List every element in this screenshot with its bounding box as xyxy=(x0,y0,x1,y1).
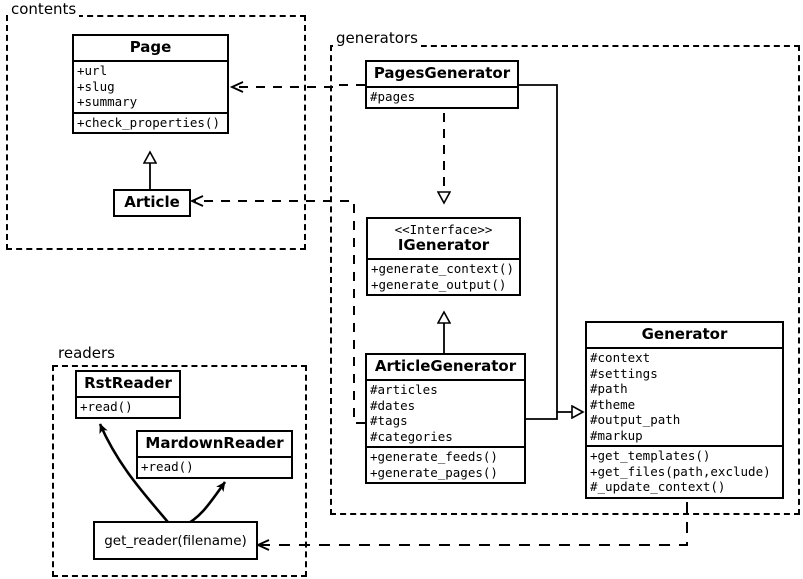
class-markdownreader-methods: +read() xyxy=(138,456,291,477)
attribute: #dates xyxy=(370,397,416,413)
method: +generate_context() xyxy=(371,261,514,276)
method: +get_files(path,exclude) xyxy=(590,463,771,479)
class-pagesgenerator[interactable]: PagesGenerator #pages xyxy=(365,60,519,109)
method: +get_templates() xyxy=(590,448,711,463)
class-articlegenerator[interactable]: ArticleGenerator #articles #dates #tags … xyxy=(365,353,526,484)
attribute: #pages xyxy=(370,89,416,104)
attribute: #context xyxy=(590,350,651,365)
class-markdownreader-name: MardownReader xyxy=(145,434,284,452)
class-rstreader-methods: +read() xyxy=(77,396,179,417)
package-readers xyxy=(52,365,307,577)
method: +read() xyxy=(141,459,194,474)
class-igenerator-name: IGenerator xyxy=(397,236,490,254)
package-readers-label: readers xyxy=(55,345,118,362)
class-generator-methods: +get_templates() +get_files(path,exclude… xyxy=(587,445,782,497)
method: +generate_pages() xyxy=(370,464,498,480)
class-page[interactable]: Page +url +slug +summary +check_properti… xyxy=(72,34,229,134)
method: +generate_feeds() xyxy=(370,449,498,464)
class-article[interactable]: Article xyxy=(113,189,191,217)
class-igenerator[interactable]: <<Interface>> IGenerator +generate_conte… xyxy=(366,217,521,296)
class-rstreader[interactable]: RstReader +read() xyxy=(75,370,181,419)
class-articlegenerator-name: ArticleGenerator xyxy=(374,357,517,375)
function-get-reader-label: get_reader(filename) xyxy=(104,532,247,549)
class-page-attributes: +url +slug +summary xyxy=(74,60,227,112)
attribute: #settings xyxy=(590,365,658,381)
class-page-methods: +check_properties() xyxy=(74,111,227,133)
method: +check_properties() xyxy=(77,114,220,130)
attribute: #markup xyxy=(590,427,643,443)
class-articlegenerator-methods: +generate_feeds() +generate_pages() xyxy=(367,446,524,482)
method: #_update_context() xyxy=(590,479,726,494)
package-generators-label: generators xyxy=(333,30,421,47)
class-pagesgenerator-name: PagesGenerator xyxy=(373,64,511,82)
class-igenerator-stereotype: <<Interface>> xyxy=(394,222,493,237)
class-page-name: Page xyxy=(129,38,172,56)
attribute: #theme xyxy=(590,396,636,412)
method: +read() xyxy=(80,399,133,414)
package-contents-label: contents xyxy=(8,1,80,18)
class-rstreader-name: RstReader xyxy=(84,374,172,392)
class-article-name: Article xyxy=(124,193,180,211)
method: +generate_output() xyxy=(371,276,507,292)
class-markdownreader[interactable]: MardownReader +read() xyxy=(136,430,293,479)
attribute: #categories xyxy=(370,428,453,444)
class-igenerator-methods: +generate_context() +generate_output() xyxy=(368,258,519,294)
attribute: #output_path xyxy=(590,412,681,427)
package-contents xyxy=(6,15,306,250)
class-pagesgenerator-attributes: #pages xyxy=(367,86,517,107)
class-generator[interactable]: Generator #context #settings #path #them… xyxy=(585,321,784,499)
attribute: #tags xyxy=(370,413,408,428)
attribute: +url xyxy=(77,63,108,78)
class-generator-attributes: #context #settings #path #theme #output_… xyxy=(587,347,782,445)
attribute: #path xyxy=(590,381,628,396)
attribute: +summary xyxy=(77,94,138,109)
class-articlegenerator-attributes: #articles #dates #tags #categories xyxy=(367,379,524,446)
class-generator-name: Generator xyxy=(641,325,728,343)
attribute: +slug xyxy=(77,78,115,94)
attribute: #articles xyxy=(370,382,438,397)
function-get-reader[interactable]: get_reader(filename) xyxy=(93,521,258,560)
